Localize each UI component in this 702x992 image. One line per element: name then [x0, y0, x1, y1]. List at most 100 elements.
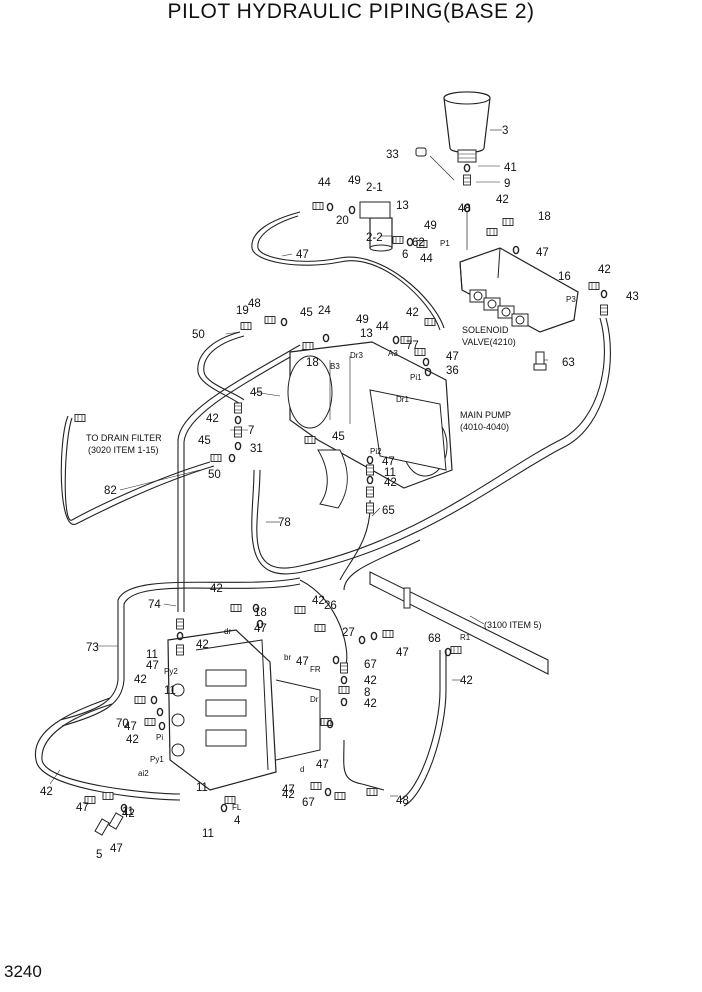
hose-78 — [256, 317, 605, 569]
callout-label: 63 — [562, 357, 575, 369]
callout-label: 45 — [250, 387, 263, 399]
port-py2: Py2 — [164, 667, 178, 676]
callout-label: 62 — [412, 237, 425, 249]
callout-label: 47 — [296, 249, 309, 261]
hose-65 — [339, 499, 371, 581]
callout-label: 48 — [248, 298, 261, 310]
note-drain-2: (3020 ITEM 1-15) — [88, 445, 159, 455]
callout-label: 44 — [318, 177, 331, 189]
hose-62-b — [257, 215, 445, 329]
callout-label: 11 — [196, 782, 208, 794]
callout-label: 11 — [146, 649, 158, 661]
callout-label: 42 — [460, 675, 473, 687]
callout-label: 26 — [324, 600, 337, 612]
solenoid-valve — [459, 247, 579, 333]
port-a3: A3 — [388, 349, 398, 358]
callout-label: 31 — [250, 443, 263, 455]
pipe-3100 — [369, 571, 549, 675]
callout-label: 18 — [254, 607, 267, 619]
hose-68-b — [403, 650, 447, 807]
hose-70-b — [41, 703, 181, 795]
port-dr: dr — [224, 627, 231, 636]
callout-label: 47 — [254, 623, 267, 635]
hose-78-b — [251, 317, 611, 575]
note-pump-1: MAIN PUMP — [460, 410, 511, 420]
callout-label: 18 — [538, 211, 551, 223]
control-valve — [167, 629, 321, 791]
page-title: PILOT HYDRAULIC PIPING(BASE 2) — [167, 0, 535, 23]
callout-label: 42 — [384, 477, 397, 489]
callout-label: 47 — [446, 351, 459, 363]
callout-label: 50 — [192, 329, 205, 341]
callout-label: 43 — [626, 291, 639, 303]
callout-label: 47 — [382, 456, 395, 468]
port-p1: P1 — [440, 239, 450, 248]
callout-label: 42 — [206, 413, 219, 425]
callout-label: 42 — [134, 674, 147, 686]
hose-62 — [251, 211, 441, 331]
callout-label: 47 — [536, 247, 549, 259]
callout-label: 42 — [312, 595, 325, 607]
filter-2-2 — [359, 201, 393, 252]
hose-68 — [399, 650, 441, 801]
callout-label: 33 — [386, 149, 399, 161]
callout-label: 45 — [300, 307, 313, 319]
callout-label: 47 — [76, 802, 89, 814]
callout-label: 11 — [122, 806, 134, 818]
port-fr: FR — [310, 665, 321, 674]
callout-label: 70 — [116, 718, 129, 730]
callout-label: 47 — [296, 656, 309, 668]
hose-74-b — [183, 348, 305, 612]
callout-label: 41 — [504, 162, 517, 174]
port-dr1: Dr1 — [396, 395, 409, 404]
port-pi2: Pi2 — [370, 447, 382, 456]
callout-label: 49 — [424, 220, 437, 232]
callout-label: 49 — [356, 314, 369, 326]
callout-label: 5 — [96, 849, 102, 861]
callout-label: 8 — [364, 687, 370, 699]
fitting-33 — [415, 147, 427, 157]
fitting-36 — [533, 351, 547, 371]
note-solenoid-1: SOLENOID — [462, 325, 509, 335]
port-dr-2: Dr — [310, 695, 319, 704]
hose-73 — [59, 577, 301, 721]
callout-label: 36 — [446, 365, 459, 377]
callout-label: 47 — [110, 843, 123, 855]
port-py1: Py1 — [150, 755, 164, 764]
fitting-4-5 — [94, 812, 124, 836]
callout-label: 6 — [402, 249, 408, 261]
callout-label: 13 — [360, 328, 373, 340]
hose-77-b — [203, 335, 245, 401]
port-d: d — [300, 765, 304, 774]
callout-label: 16 — [558, 271, 571, 283]
callout-label: 9 — [504, 178, 510, 190]
main-pump — [287, 341, 453, 509]
port-dr3: Dr3 — [350, 351, 363, 360]
callout-label: 47 — [124, 721, 137, 733]
port-pi: Pi — [156, 733, 163, 742]
port-pi1: Pi1 — [410, 373, 422, 382]
callout-label: 50 — [208, 469, 221, 481]
callout-label: 77 — [406, 340, 419, 352]
note-pump-2: (4010-4040) — [460, 422, 509, 432]
port-fl: FL — [232, 803, 242, 812]
port-ai2: ai2 — [138, 769, 149, 778]
callout-label: 42 — [210, 583, 223, 595]
callout-label: 48 — [396, 795, 409, 807]
callout-label: 42 — [196, 639, 209, 651]
callout-label: 18 — [306, 357, 319, 369]
note-drain-1: TO DRAIN FILTER — [86, 433, 162, 443]
callout-label: 4 — [234, 815, 241, 827]
callout-label: 78 — [278, 517, 291, 529]
port-br: br — [284, 653, 291, 662]
callout-label: 11 — [202, 828, 214, 840]
callout-label: 2-1 — [366, 182, 383, 194]
callout-label: 44 — [376, 321, 389, 333]
filter-3 — [443, 91, 491, 163]
hose-70 — [34, 697, 181, 801]
callout-label: 45 — [332, 431, 345, 443]
callout-label: 45 — [198, 435, 211, 447]
callout-label: 42 — [364, 698, 377, 710]
callout-label: 2-2 — [366, 232, 383, 244]
